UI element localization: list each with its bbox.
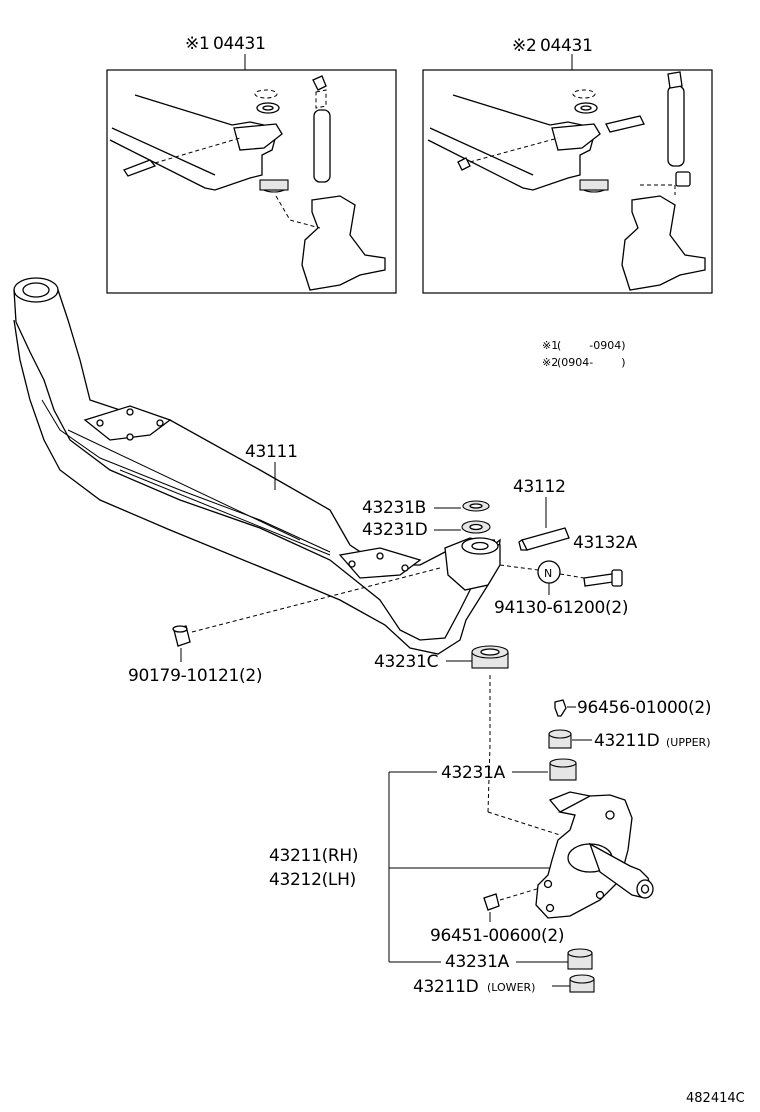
washer-d-label[interactable]: 43231D xyxy=(362,520,428,540)
n-marker: N xyxy=(544,567,552,580)
bolt-part xyxy=(583,573,614,587)
washer-b-label[interactable]: 43231B xyxy=(362,498,426,518)
knuckle-rh-label[interactable]: 43211(RH) xyxy=(269,846,359,866)
note-2-marker: ※2 xyxy=(542,356,558,369)
bushing-upper-label[interactable]: 43231A xyxy=(441,763,506,783)
king-pin-label[interactable]: 43112 xyxy=(513,477,566,497)
cap-upper-note: (UPPER) xyxy=(666,736,711,749)
grease-fitting-lower-group: 96451-00600(2) xyxy=(430,887,564,946)
washer-group: 43231B 43231D xyxy=(362,498,491,540)
plug-group: 90179-10121(2) xyxy=(128,567,441,686)
axle-beam-label[interactable]: 43111 xyxy=(245,442,298,462)
date-range-notes: ※1 ( -0904) ※2 (0904- ) xyxy=(542,339,626,369)
nut-label[interactable]: 94130-61200(2) xyxy=(494,598,628,618)
note-2-range: (0904- ) xyxy=(557,356,626,369)
note-1-marker: ※1 xyxy=(542,339,558,352)
knuckle-lh-label[interactable]: 43212(LH) xyxy=(269,870,356,890)
inset-box-2: ※2 04431 xyxy=(422,36,713,294)
bushing-lower-label[interactable]: 43231A xyxy=(445,952,510,972)
inset-2-part-number[interactable]: 04431 xyxy=(540,36,593,56)
bolt-nut-group: 43132A N 94130-61200(2) xyxy=(494,533,638,618)
grease-fitting-lower-part xyxy=(483,893,500,911)
grease-fitting-upper-group: 96456-01000(2) xyxy=(554,698,711,718)
lower-parts-group: 43231A 43211D (LOWER) xyxy=(413,948,595,997)
cap-lower-note: (LOWER) xyxy=(487,981,535,994)
inset-2-marker: ※2 xyxy=(512,36,536,56)
steering-knuckle xyxy=(535,791,654,919)
inset-box-1: ※1 04431 xyxy=(106,34,397,294)
axle-beam-illustration: 43111 xyxy=(13,277,501,655)
cap-lower-label[interactable]: 43211D xyxy=(413,977,479,997)
cap-upper-label[interactable]: 43211D xyxy=(594,731,660,751)
king-pin-group: 43112 xyxy=(513,477,570,551)
king-pin-part xyxy=(521,527,570,551)
grease-fitting-upper-label[interactable]: 96456-01000(2) xyxy=(577,698,711,718)
plug-label[interactable]: 90179-10121(2) xyxy=(128,666,262,686)
grease-fitting-upper-part xyxy=(554,699,567,717)
note-1-range: ( -0904) xyxy=(557,339,626,352)
bolt-label[interactable]: 43132A xyxy=(573,533,638,553)
inset-1-marker: ※1 xyxy=(185,34,209,54)
illustration-id: 482414C xyxy=(686,1091,745,1106)
bearing-c-label[interactable]: 43231C xyxy=(374,652,438,672)
knuckle-bracket: 43231A 43211(RH) 43212(LH) xyxy=(269,758,577,963)
cap-upper-group: 43211D (UPPER) xyxy=(548,729,711,751)
grease-fitting-lower-label[interactable]: 96451-00600(2) xyxy=(430,926,564,946)
inset-1-part-number[interactable]: 04431 xyxy=(213,34,266,54)
bearing-group: 43231C xyxy=(374,645,561,836)
